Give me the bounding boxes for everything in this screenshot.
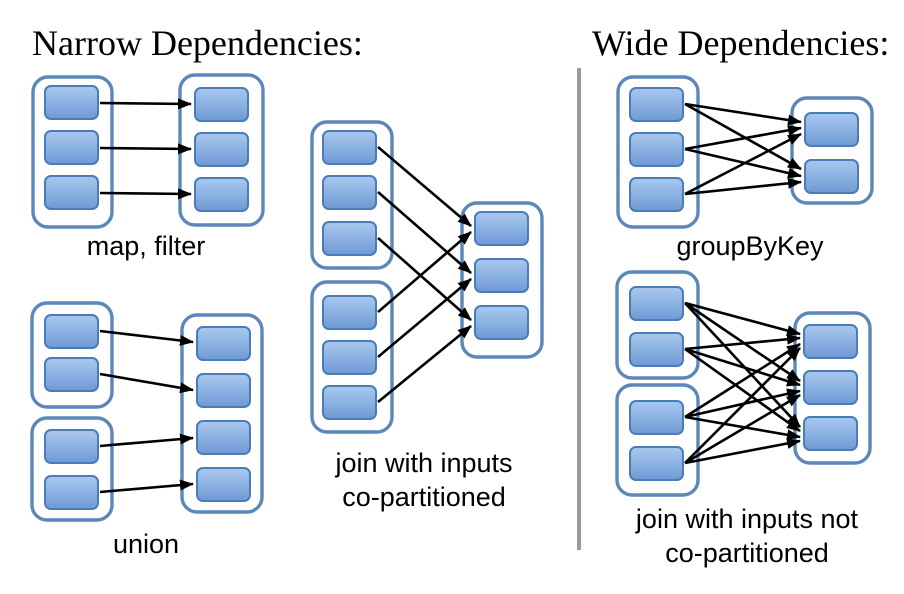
partition-box xyxy=(322,295,377,330)
dependency-arrow xyxy=(684,347,801,387)
partition-box xyxy=(322,385,377,420)
dependency-arrow xyxy=(684,333,801,351)
partition-box xyxy=(322,130,377,165)
wide-dependencies-title: Wide Dependencies: xyxy=(592,23,890,63)
dependency-arrow xyxy=(684,342,801,419)
dependency-arrow xyxy=(99,433,194,448)
dependency-arrow xyxy=(684,102,802,171)
dependency-arrow xyxy=(684,132,802,196)
dependency-arrow xyxy=(99,479,194,494)
section-divider xyxy=(577,68,581,550)
dependency-arrow xyxy=(377,191,472,274)
dependency-arrow xyxy=(377,324,472,404)
dependency-arrow xyxy=(684,102,802,126)
label-text: map, filter xyxy=(86,231,206,261)
dependency-arrow xyxy=(684,347,801,464)
partition-box xyxy=(629,446,684,481)
label-join-co-partitioned: join with inputs co-partitioned xyxy=(335,446,512,514)
label-text: groupByKey xyxy=(676,231,824,261)
partition-box xyxy=(194,87,249,122)
label-text-line1: join with inputs not xyxy=(635,504,859,534)
dependency-arrow xyxy=(684,177,802,196)
label-text: union xyxy=(112,529,180,559)
partition-box xyxy=(44,130,99,165)
dependency-arrow xyxy=(684,124,802,151)
dependency-arrow xyxy=(684,147,802,179)
partition-box xyxy=(44,314,99,349)
partition-box xyxy=(196,326,251,361)
dependency-arrow xyxy=(99,188,192,200)
partition-box xyxy=(804,159,859,194)
partition-box xyxy=(44,85,99,120)
partition-box xyxy=(196,467,251,502)
label-union: union xyxy=(113,527,179,561)
label-text-line2: co-partitioned xyxy=(665,538,829,568)
partition-box xyxy=(322,175,377,210)
rdd-container xyxy=(180,313,264,514)
dependency-arrow xyxy=(377,278,472,358)
dependency-arrow xyxy=(684,301,801,336)
dependency-arrow xyxy=(99,372,194,394)
narrow-dependencies-title: Narrow Dependencies: xyxy=(32,23,363,63)
partition-box xyxy=(474,305,529,340)
dependency-arrow xyxy=(99,329,194,346)
partition-box xyxy=(194,132,249,167)
label-text-line1: join with inputs xyxy=(335,448,513,478)
label-group-by-key: groupByKey xyxy=(676,229,823,263)
partition-box xyxy=(196,420,251,455)
partition-box xyxy=(196,373,251,408)
partition-box xyxy=(803,416,858,451)
partition-box xyxy=(629,400,684,435)
partition-box xyxy=(322,221,377,256)
dependency-arrow xyxy=(684,415,801,441)
partition-box xyxy=(803,324,858,359)
dependency-arrow xyxy=(377,231,472,313)
dependency-arrow xyxy=(99,98,192,110)
dependency-arrow xyxy=(684,438,801,465)
dependency-arrow xyxy=(99,143,192,155)
partition-box xyxy=(629,87,684,122)
dependency-arrow xyxy=(684,301,801,383)
label-text-line2: co-partitioned xyxy=(342,482,506,512)
partition-box xyxy=(629,132,684,167)
partition-box xyxy=(194,177,249,212)
dependency-arrow xyxy=(377,146,472,227)
dependency-arrow xyxy=(377,237,472,321)
dependency-arrow xyxy=(684,393,801,465)
partition-box xyxy=(44,357,99,392)
partition-box xyxy=(803,370,858,405)
partition-box xyxy=(44,475,99,510)
partition-box xyxy=(474,211,529,246)
label-map-filter: map, filter xyxy=(87,229,206,263)
partition-box xyxy=(44,429,99,464)
label-join-not-co-partitioned: join with inputs not co-partitioned xyxy=(636,502,858,570)
partition-box xyxy=(322,340,377,375)
partition-box xyxy=(804,112,859,147)
partition-box xyxy=(629,332,684,367)
partition-box xyxy=(474,258,529,293)
dependency-arrow xyxy=(684,347,801,433)
partition-box xyxy=(629,177,684,212)
partition-box xyxy=(629,286,684,321)
partition-box xyxy=(44,175,99,210)
